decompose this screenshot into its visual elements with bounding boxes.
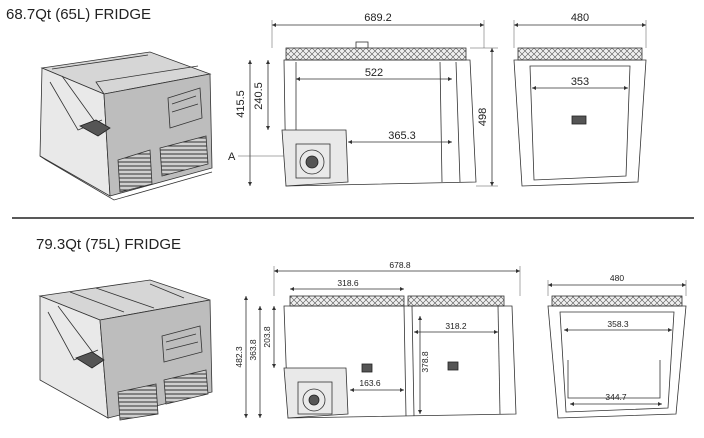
- dim-right-height: 378.8: [420, 351, 430, 373]
- dim-overall-length: 689.2: [364, 12, 392, 24]
- end-elevation-65l: 480 353: [513, 12, 647, 187]
- section-title: 68.7Qt (65L) FRIDGE: [6, 6, 151, 23]
- dim-height-body: 363.8: [248, 339, 258, 361]
- dim-depth: 480: [610, 273, 624, 283]
- dim-left-compartment: 318.6: [337, 278, 359, 288]
- dim-overall-length: 678.8: [389, 260, 411, 270]
- view-mark-a: A: [228, 151, 236, 163]
- dim-height-body: 415.5: [235, 90, 247, 118]
- dim-depth: 480: [571, 12, 589, 24]
- dim-inner-lower: 365.3: [388, 130, 416, 142]
- side-elevation-75l: 678.8 318.6 318.2 163.6 378.8 482.3 363.…: [234, 260, 521, 419]
- dim-inner-width: 358.3: [607, 319, 629, 329]
- dim-inner-length: 522: [365, 67, 383, 79]
- dim-height-step: 203.8: [262, 326, 272, 348]
- section-65l: 68.7Qt (65L) FRIDGE: [6, 6, 647, 201]
- section-75l: 79.3Qt (75L) FRIDGE: [36, 236, 687, 421]
- dim-height-total: 498: [477, 108, 489, 126]
- dim-height-total: 482.3: [234, 346, 244, 368]
- dim-inner-width: 353: [571, 76, 589, 88]
- dim-height-step: 240.5: [253, 82, 265, 110]
- section-title: 79.3Qt (75L) FRIDGE: [36, 236, 181, 253]
- end-elevation-75l: 480 358.3 344.7: [547, 273, 687, 419]
- isometric-fridge-65l: [39, 51, 213, 201]
- side-elevation-65l: 689.2 522 365.3 415.5 240.5 498 A: [228, 12, 498, 187]
- dim-right-compartment: 318.2: [445, 321, 467, 331]
- dim-lower-width: 163.6: [359, 378, 381, 388]
- dim-bottom-width: 344.7: [605, 392, 627, 402]
- isometric-fridge-75l: [38, 279, 213, 421]
